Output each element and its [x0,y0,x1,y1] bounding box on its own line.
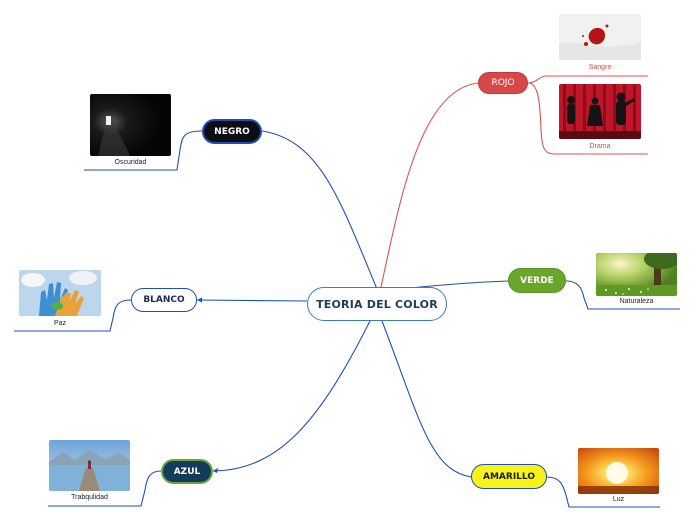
caption-naturaleza: Naturaleza [619,298,654,305]
link-rojo [380,82,479,288]
link-negro-sub [84,130,203,171]
topic-azul[interactable]: AZUL [161,459,213,484]
topic-rojo[interactable]: ROJO [478,72,528,94]
link-amarillo [381,320,472,478]
link-verde-sub [565,280,680,310]
topic-blanco[interactable]: BLANCO [131,288,197,312]
image-luz[interactable] [578,448,659,494]
caption-paz: Paz [53,320,67,327]
link-azul-sub [48,470,162,507]
image-drama[interactable] [559,84,641,139]
topic-verde[interactable]: VERDE [508,268,566,293]
image-oscuridad[interactable] [90,94,171,156]
link-negro [261,130,378,290]
caption-luz: Luz [612,496,625,503]
topic-negro[interactable]: NEGRO [202,119,262,144]
link-verde [409,280,509,289]
link-rojo-sub-2 [527,82,648,155]
image-tranquilidad[interactable] [49,440,130,491]
image-paz[interactable] [19,270,101,316]
caption-sangre: Sangre [588,64,612,71]
caption-oscuridad: Oscuridad [114,159,147,166]
link-rojo-sub-1 [527,75,648,84]
link-amarillo-sub [546,476,660,508]
image-naturaleza[interactable] [596,253,677,296]
central-topic[interactable]: TEORIA DEL COLOR [307,287,447,321]
link-blanco-sub [14,299,132,332]
image-sangre[interactable] [559,14,641,60]
link-azul [212,320,371,472]
caption-drama: Drama [589,143,611,150]
caption-tranquilidad: Trabqulidad [71,494,108,501]
topic-amarillo[interactable]: AMARILLO [471,464,547,489]
link-blanco [196,299,308,302]
